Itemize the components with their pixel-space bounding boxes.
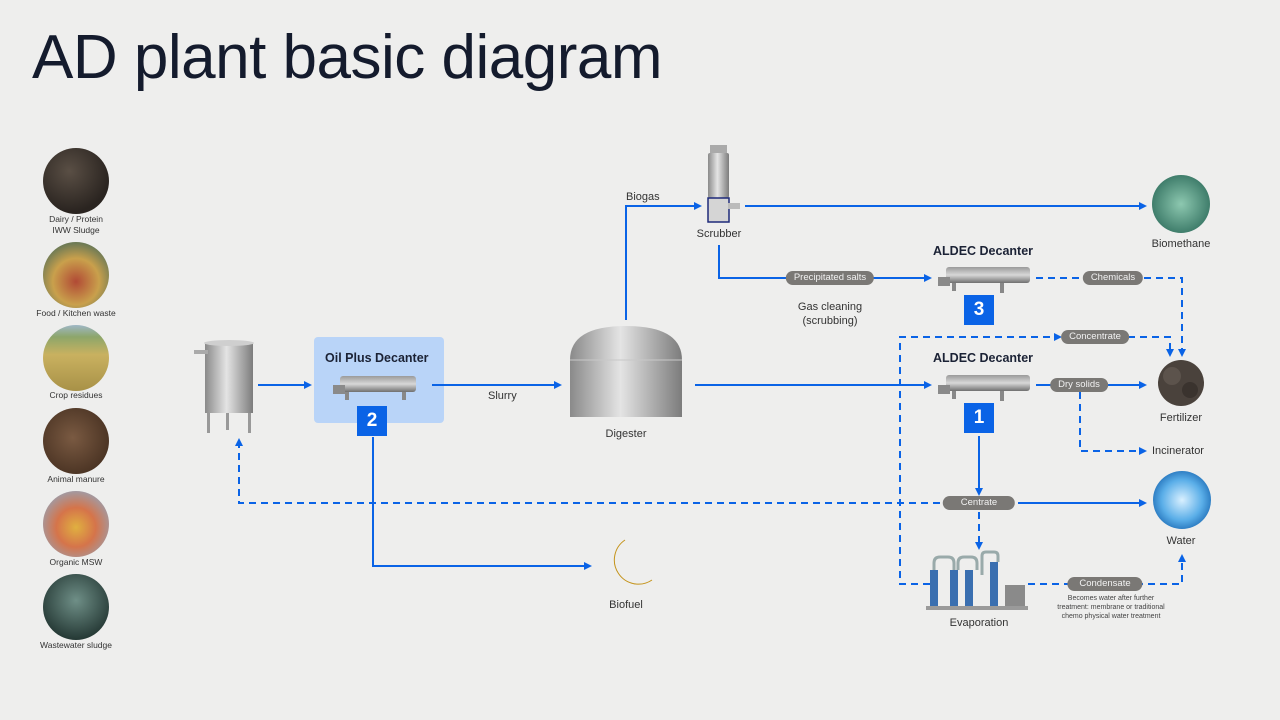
biomethane-icon bbox=[1152, 175, 1210, 233]
slurry-label: Slurry bbox=[488, 390, 517, 402]
precipitated-salts-pill: Precipitated salts bbox=[785, 271, 875, 285]
flow-centrate-recycle bbox=[235, 438, 940, 504]
chemicals-pill: Chemicals bbox=[1082, 271, 1144, 285]
feedstock-label: Animal manure bbox=[47, 474, 105, 484]
flow-biogas bbox=[625, 202, 702, 320]
feedstock-label: Wastewater sludge bbox=[40, 640, 112, 650]
wastewater-sludge-image bbox=[43, 574, 109, 640]
scrubber-icon bbox=[707, 145, 740, 223]
sludge-image bbox=[43, 148, 109, 214]
water-icon bbox=[1153, 471, 1211, 529]
biofuel-icon bbox=[613, 539, 653, 585]
oil-plus-decanter-icon bbox=[333, 376, 416, 400]
digester-label: Digester bbox=[605, 428, 647, 440]
aldec-decanter-top-icon bbox=[938, 267, 1030, 293]
feedstock-label: Crop residues bbox=[49, 390, 103, 400]
fertilizer-label: Fertilizer bbox=[1159, 412, 1203, 424]
centrate-pill: Centrate bbox=[942, 496, 1016, 510]
oil-plus-decanter-badge[interactable]: 2 bbox=[357, 406, 387, 436]
digester-icon bbox=[570, 326, 682, 417]
aldec-decanter-bottom-badge[interactable]: 1 bbox=[964, 403, 994, 433]
concentrate-pill: Concentrate bbox=[1061, 330, 1129, 344]
scrubber-label: Scrubber bbox=[696, 228, 742, 240]
biogas-label: Biogas bbox=[626, 191, 660, 203]
evaporation-label: Evaporation bbox=[949, 617, 1009, 629]
gas-cleaning-label: Gas cleaning(scrubbing) bbox=[797, 301, 863, 327]
oil-plus-decanter-title: Oil Plus Decanter bbox=[325, 351, 429, 365]
dry-solids-pill: Dry solids bbox=[1050, 378, 1108, 392]
feedstock-label: Food / Kitchen waste bbox=[36, 308, 116, 318]
flow-incinerator bbox=[1079, 392, 1147, 455]
flow-concentrate-right bbox=[1128, 336, 1174, 357]
incinerator-label: Incinerator bbox=[1152, 445, 1204, 457]
water-label: Water bbox=[1166, 535, 1196, 547]
condensate-pill: Condensate bbox=[1067, 577, 1143, 591]
animal-manure-image bbox=[43, 408, 109, 474]
food-waste-image bbox=[43, 242, 109, 308]
aldec-decanter-bottom-title: ALDEC Decanter bbox=[933, 351, 1034, 365]
fertilizer-icon bbox=[1158, 360, 1204, 406]
flow-concentrate-left bbox=[899, 333, 1062, 585]
evaporator-icon bbox=[926, 550, 1028, 610]
flow-biofuel bbox=[372, 437, 592, 570]
organic-msw-image bbox=[43, 491, 109, 557]
biomethane-label: Biomethane bbox=[1151, 238, 1211, 250]
crop-residues-image bbox=[43, 325, 109, 391]
page-title: AD plant basic diagram bbox=[32, 23, 662, 92]
aldec-decanter-bottom-icon bbox=[938, 375, 1030, 401]
aldec-decanter-top-title: ALDEC Decanter bbox=[933, 244, 1034, 258]
biofuel-label: Biofuel bbox=[609, 599, 643, 611]
feedstock-label: Organic MSW bbox=[49, 557, 103, 567]
aldec-decanter-top-badge[interactable]: 3 bbox=[964, 295, 994, 325]
feed-tank-icon bbox=[194, 340, 254, 433]
